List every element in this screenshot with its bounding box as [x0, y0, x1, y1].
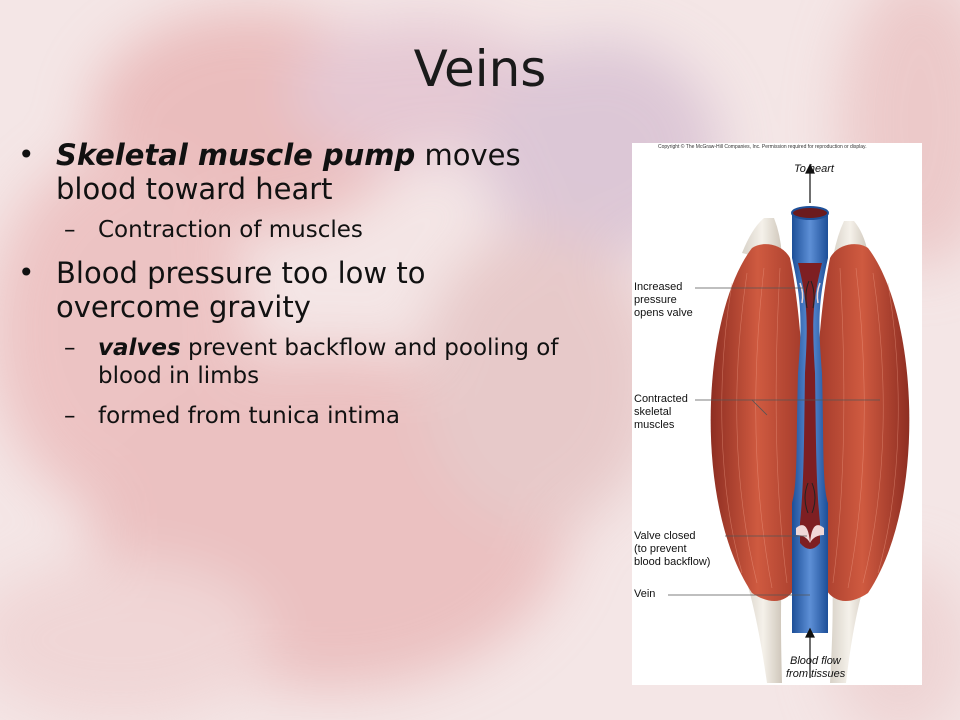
slide-title: Veins [413, 40, 547, 98]
sub-bullet-item: – formed from tunica intima [18, 402, 578, 430]
label-vein: Vein [634, 588, 656, 600]
muscle-vein-illustration [668, 163, 910, 683]
closed-valve [796, 525, 824, 543]
label-valve-closed: Valve closed [634, 530, 696, 542]
label-from-tissues: from tissues [786, 668, 846, 680]
bullet-text: Blood pressure too low to overcome gravi… [56, 256, 426, 324]
bullet-list: • Skeletal muscle pump moves blood towar… [18, 138, 578, 442]
sub-bullet-text: formed from tunica intima [98, 403, 401, 429]
label-increased: Increased [634, 281, 683, 293]
label-pressure: pressure [634, 294, 677, 306]
right-muscle [815, 244, 910, 602]
label-opens-valve: opens valve [634, 307, 693, 319]
label-to-heart: To heart [794, 163, 834, 175]
sub-bullet-dash: – [64, 217, 76, 243]
sub-bullet-dash: – [64, 335, 76, 361]
sub-bullet-emphasis: valves [98, 335, 181, 361]
figure-copyright: Copyright © The McGraw-Hill Companies, I… [658, 144, 867, 150]
left-muscle [710, 244, 805, 602]
bullet-text: moves blood toward heart [56, 138, 521, 206]
sub-bullet-text: prevent backflow and pooling of blood in… [98, 335, 559, 389]
label-contracted: Contracted [634, 393, 688, 405]
sub-bullet-item: – valves prevent backflow and pooling of… [18, 334, 578, 390]
bullet-emphasis: Skeletal muscle pump [56, 138, 416, 172]
open-valve [799, 282, 821, 304]
label-skeletal: skeletal [634, 406, 672, 418]
right-tendon-bottom [830, 573, 868, 683]
sub-bullet-item: – Contraction of muscles [18, 216, 578, 244]
bullet-dot: • [18, 138, 35, 171]
sub-bullet-dash: – [64, 403, 76, 429]
label-muscles: muscles [634, 419, 675, 431]
vein-lumen [798, 263, 822, 523]
bullet-item: • Blood pressure too low to overcome gra… [18, 256, 578, 324]
vein-opening [791, 206, 829, 220]
label-blood-backflow: blood backflow) [634, 556, 711, 568]
bullet-dot: • [18, 256, 35, 289]
label-blood-flow: Blood flow [790, 655, 841, 667]
sub-bullet-text: Contraction of muscles [98, 217, 363, 243]
bullet-item: • Skeletal muscle pump moves blood towar… [18, 138, 578, 206]
label-to-prevent: (to prevent [634, 543, 687, 555]
skeletal-muscle-pump-figure: Copyright © The McGraw-Hill Companies, I… [632, 143, 922, 685]
